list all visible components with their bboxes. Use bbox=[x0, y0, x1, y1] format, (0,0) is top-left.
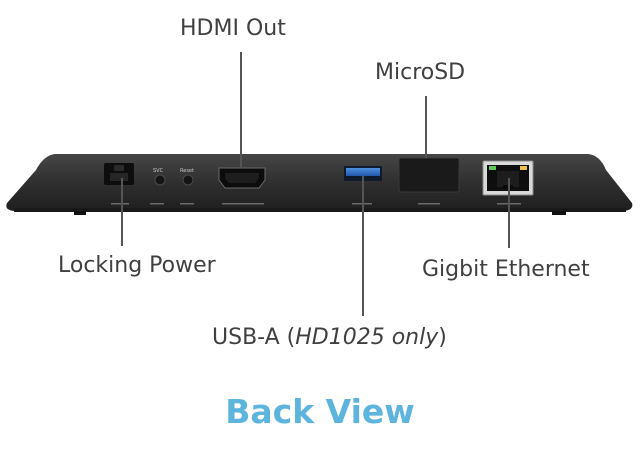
usb-a-label-model: HD1025 only bbox=[295, 325, 439, 350]
reset-button bbox=[182, 174, 194, 186]
back-view-title: Back View bbox=[225, 392, 415, 431]
usb-a-label-suffix: ) bbox=[438, 325, 447, 350]
reset-text: Reset bbox=[180, 168, 194, 174]
device-foot-right bbox=[552, 211, 566, 215]
svc-button bbox=[154, 174, 166, 186]
usb-a-port bbox=[344, 166, 382, 181]
microsd-label: MicroSD bbox=[375, 60, 466, 85]
usb-a-label: USB-A (HD1025 only) bbox=[212, 325, 447, 350]
svc-text: SVC bbox=[153, 168, 164, 174]
usb-a-label-prefix: USB-A ( bbox=[212, 325, 296, 350]
device-body bbox=[6, 154, 633, 211]
device-foot-left bbox=[74, 211, 86, 215]
microsd-slot bbox=[398, 157, 460, 193]
locking-power-port bbox=[104, 163, 134, 185]
locking-power-label: Locking Power bbox=[58, 253, 216, 278]
gigbit-ethernet-label: Gigbit Ethernet bbox=[422, 257, 590, 282]
hdmi-out-label: HDMI Out bbox=[180, 16, 286, 41]
hdmi-port bbox=[218, 167, 266, 189]
device-bottom-edge bbox=[14, 208, 626, 212]
